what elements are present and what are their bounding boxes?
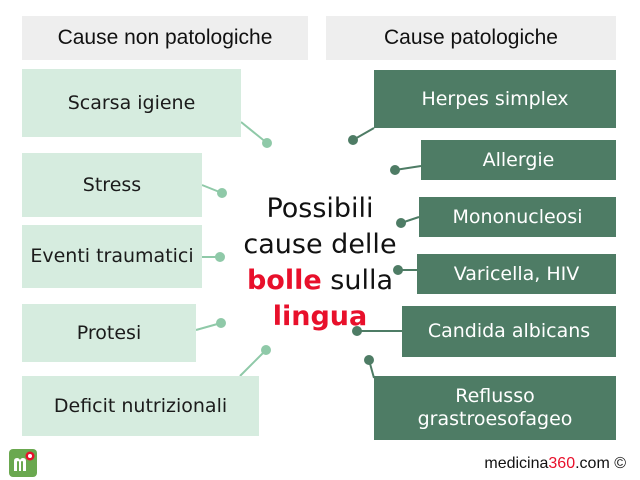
connector-dot bbox=[352, 326, 362, 336]
connector-dot bbox=[217, 188, 227, 198]
cause-varicella-hiv: Varicella, HIV bbox=[417, 254, 616, 294]
title-line-1: Possibili bbox=[266, 193, 374, 224]
cause-protesi: Protesi bbox=[22, 304, 196, 362]
cause-mononucleosi: Mononucleosi bbox=[419, 197, 616, 237]
title-line-3: bolle sulla bbox=[220, 263, 420, 299]
medicina360-logo-icon bbox=[9, 449, 37, 477]
diagram-title: Possibili cause delle bolle sulla lingua bbox=[220, 191, 420, 335]
cause-candida-albicans: Candida albicans bbox=[402, 306, 616, 357]
connector-dot bbox=[348, 135, 358, 145]
connector-dot bbox=[393, 265, 403, 275]
title-line-4: lingua bbox=[220, 299, 420, 335]
cause-herpes-simplex: Herpes simplex bbox=[374, 70, 616, 128]
connector-dot bbox=[215, 252, 225, 262]
site-prefix: medicina bbox=[484, 455, 549, 472]
connector-dot bbox=[364, 355, 374, 365]
title-highlight-lingua: lingua bbox=[272, 301, 368, 332]
cause-deficit-nutrizionali: Deficit nutrizionali bbox=[22, 376, 259, 436]
connector-deficit bbox=[239, 349, 267, 377]
connector-dot bbox=[396, 218, 406, 228]
header-non-pathological: Cause non patologiche bbox=[22, 16, 308, 60]
site-credit: medicina360.com © bbox=[484, 455, 626, 473]
header-pathological: Cause patologiche bbox=[326, 16, 616, 60]
connector-dot bbox=[261, 345, 271, 355]
cause-reflusso-gastroesofageo: Reflusso grastroesofageo bbox=[374, 376, 616, 440]
title-line-2: cause delle bbox=[243, 229, 397, 260]
title-highlight-bolle: bolle bbox=[246, 265, 322, 296]
cause-allergie: Allergie bbox=[421, 140, 616, 180]
connector-dot bbox=[390, 165, 400, 175]
site-suffix: .com © bbox=[575, 455, 626, 472]
connector-dot bbox=[262, 138, 272, 148]
connector-scarsa-igiene bbox=[240, 121, 268, 144]
cause-eventi-traumatici: Eventi traumatici bbox=[22, 225, 202, 288]
connector-dot bbox=[216, 318, 226, 328]
title-line-3-rest: sulla bbox=[321, 265, 393, 296]
site-number: 360 bbox=[548, 455, 576, 472]
cause-scarsa-igiene: Scarsa igiene bbox=[22, 69, 241, 137]
cause-stress: Stress bbox=[22, 153, 202, 217]
